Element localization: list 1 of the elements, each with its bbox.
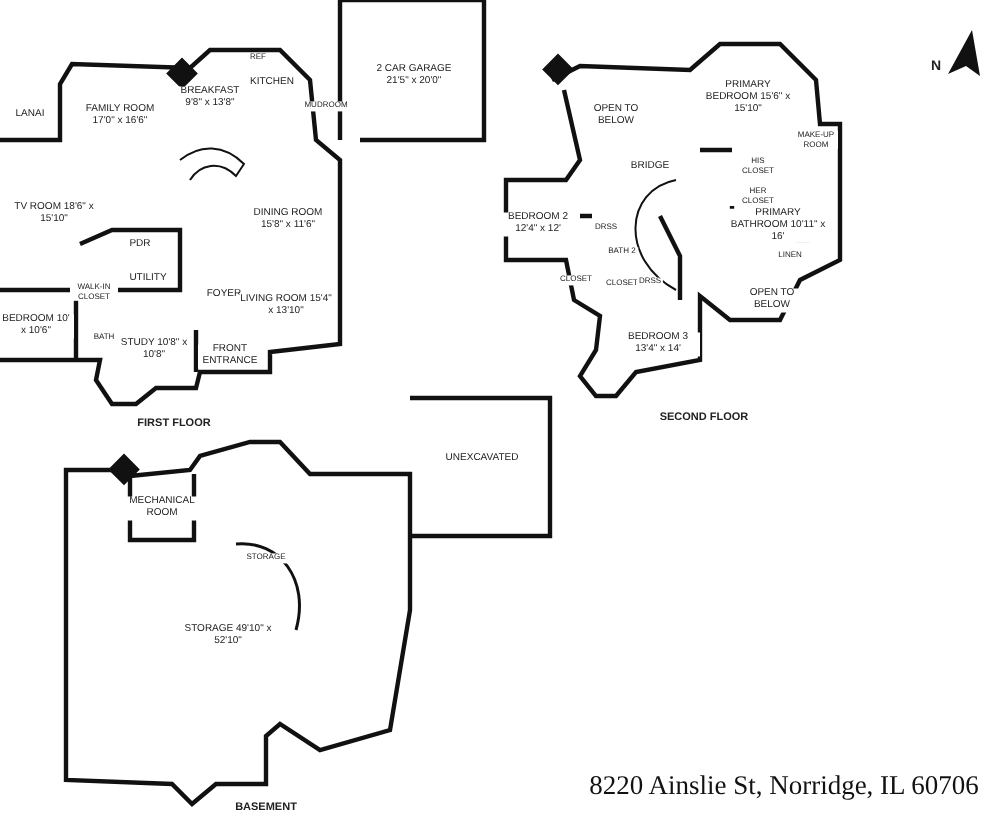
address-caption: 8220 Ainslie St, Norridge, IL 60706 (587, 770, 981, 802)
